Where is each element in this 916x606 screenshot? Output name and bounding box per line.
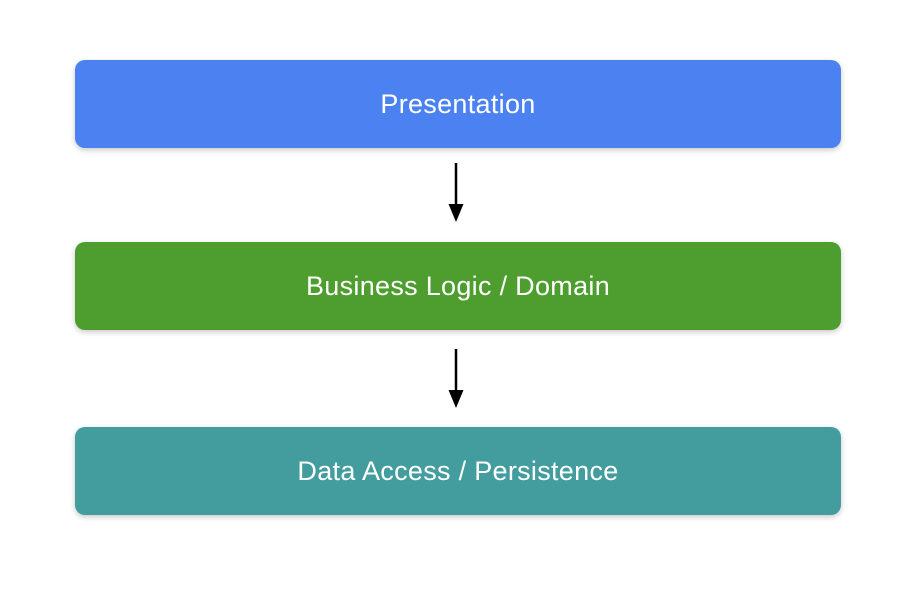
arrow-down-icon xyxy=(448,349,464,408)
layer-box-presentation: Presentation xyxy=(75,60,841,148)
arrow-head xyxy=(448,204,464,222)
layer-label-presentation: Presentation xyxy=(380,88,536,119)
layer-label-business-logic: Business Logic / Domain xyxy=(305,270,611,301)
layer-box-data-access: Data Access / Persistence xyxy=(75,427,841,515)
layer-label-data-access: Data Access / Persistence xyxy=(297,455,619,486)
arrow-head xyxy=(448,390,464,408)
arrow-down-icon xyxy=(448,163,464,222)
layer-box-business-logic: Business Logic / Domain xyxy=(75,242,841,330)
